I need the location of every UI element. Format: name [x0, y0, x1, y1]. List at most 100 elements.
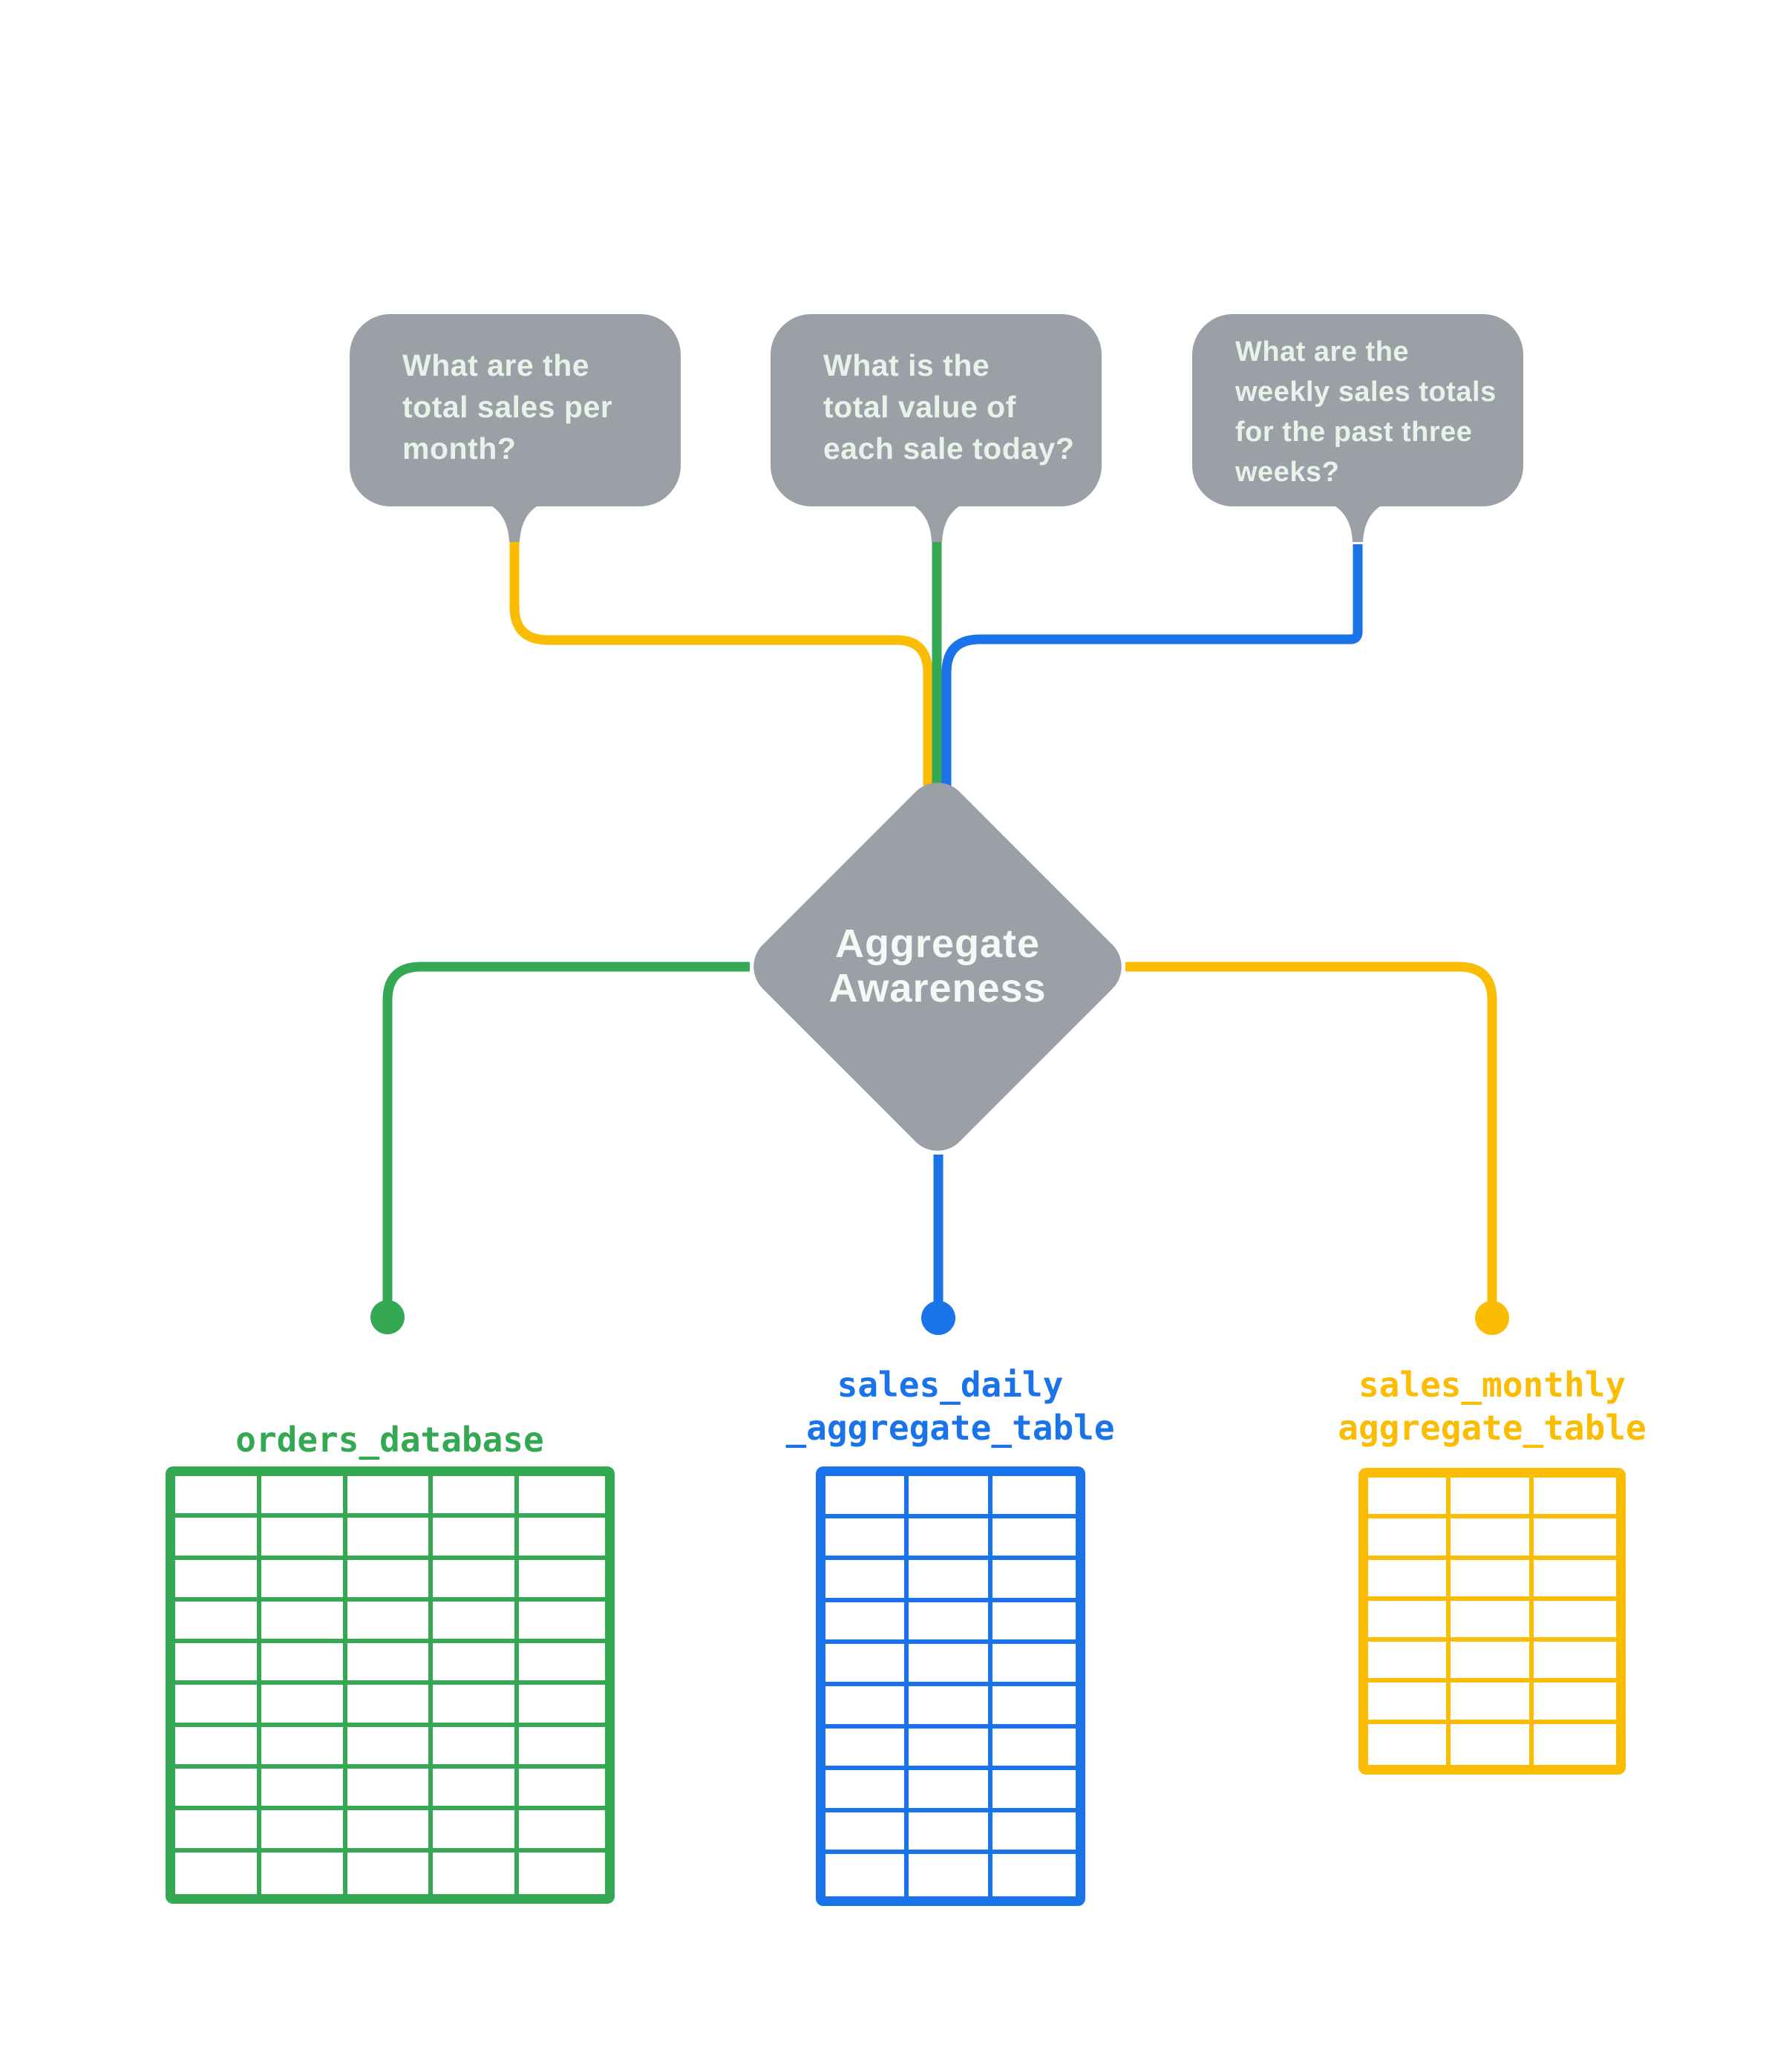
- table-cell: [347, 1685, 434, 1727]
- table-cell: [1451, 1723, 1534, 1765]
- table-cell: [433, 1685, 520, 1727]
- table-cell: [261, 1476, 347, 1518]
- diamond-label: Aggregate Awareness: [828, 921, 1047, 1011]
- table-cell: [992, 1686, 1076, 1729]
- table-grid-sales-daily: [816, 1466, 1085, 1906]
- table-cell: [825, 1812, 909, 1855]
- table-cell: [261, 1685, 347, 1727]
- table-cell: [1451, 1642, 1534, 1683]
- table-cell: [261, 1643, 347, 1685]
- table-cell: [1533, 1682, 1616, 1724]
- bubble-tail-1: [483, 502, 546, 542]
- table-cell: [909, 1644, 993, 1686]
- table-cell: [909, 1728, 993, 1771]
- table-cell: [1533, 1601, 1616, 1642]
- table-cell: [825, 1518, 909, 1561]
- bubble-text-daily: What is the total value of each sale tod…: [823, 348, 1075, 466]
- table-cell: [347, 1726, 434, 1769]
- table-cell: [1534, 1724, 1616, 1765]
- diamond-shape: [753, 783, 1122, 1151]
- table-cell: [825, 1560, 909, 1602]
- endpoint-dot-blue: [921, 1301, 955, 1335]
- table-cell: [347, 1810, 434, 1853]
- table-cell: [1368, 1518, 1451, 1560]
- connector-green-bottom: [382, 962, 750, 1303]
- table-cell: [1368, 1682, 1451, 1724]
- table-cell: [909, 1560, 993, 1602]
- table-label-orders-database: orders_database: [235, 1420, 544, 1460]
- table-cell: [992, 1812, 1076, 1855]
- table-cell: [433, 1476, 520, 1518]
- table-label-sales-daily: sales_daily _aggregate_table: [785, 1365, 1115, 1448]
- table-cell: [825, 1685, 909, 1729]
- table-cell: [261, 1810, 347, 1853]
- bubble-tail-3: [1327, 502, 1389, 542]
- speech-bubble-daily: What is the total value of each sale tod…: [771, 314, 1102, 506]
- table-cell: [1368, 1723, 1451, 1765]
- table-cell: [519, 1810, 605, 1853]
- table-cell: [825, 1770, 909, 1812]
- table-cell: [992, 1560, 1076, 1602]
- table-cell: [347, 1476, 434, 1518]
- table-cell: [261, 1726, 347, 1769]
- table-cell: [519, 1727, 605, 1769]
- table-cell: [175, 1810, 261, 1853]
- table-cell: [175, 1476, 261, 1518]
- table-cell: [347, 1559, 434, 1602]
- table-cell: [175, 1559, 261, 1602]
- connector-blue-top: [941, 544, 1363, 794]
- table-cell: [1451, 1478, 1534, 1519]
- table-cell: [909, 1602, 993, 1645]
- table-cell: [519, 1518, 605, 1560]
- table-cell: [261, 1852, 347, 1894]
- table-cell: [347, 1769, 434, 1811]
- table-cell: [909, 1518, 993, 1561]
- table-cell: [1533, 1518, 1616, 1560]
- table-cell: [1533, 1560, 1616, 1601]
- table-cell: [261, 1769, 347, 1811]
- table-cell: [825, 1644, 909, 1686]
- table-cell: [1533, 1478, 1616, 1519]
- table-cell: [433, 1559, 520, 1602]
- table-cell: [347, 1518, 434, 1560]
- table-cell: [519, 1769, 605, 1811]
- table-cell: [1533, 1642, 1616, 1683]
- table-cell: [519, 1643, 605, 1685]
- bubble-text-weekly: What are the weekly sales totals for the…: [1235, 336, 1497, 488]
- table-cell: [1368, 1478, 1451, 1519]
- table-cell: [519, 1602, 605, 1644]
- table-cell: [1451, 1600, 1534, 1642]
- table-cell: [909, 1770, 993, 1812]
- table-cell: [909, 1854, 993, 1896]
- table-label-sales-monthly: sales_monthly aggregate_table: [1338, 1365, 1647, 1448]
- table-cell: [175, 1518, 261, 1560]
- table-grid-orders-database: [166, 1466, 615, 1904]
- table-cell: [347, 1852, 434, 1894]
- endpoint-dot-green: [370, 1300, 405, 1334]
- table-cell: [433, 1601, 520, 1644]
- table-cell: [175, 1726, 261, 1769]
- table-cell: [433, 1852, 520, 1894]
- table-cell: [433, 1810, 520, 1853]
- table-cell: [175, 1643, 261, 1685]
- table-cell: [825, 1476, 909, 1518]
- table-cell: [347, 1643, 434, 1685]
- bubble-text-monthly: What are the total sales per month?: [402, 348, 613, 466]
- table-cell: [261, 1559, 347, 1602]
- speech-bubble-monthly: What are the total sales per month?: [350, 314, 681, 506]
- bubble-tail-2: [906, 502, 968, 542]
- table-cell: [992, 1476, 1076, 1518]
- table-grid-sales-monthly: [1358, 1468, 1626, 1775]
- endpoint-dot-yellow: [1475, 1301, 1509, 1335]
- table-cell: [519, 1560, 605, 1602]
- table-cell: [519, 1853, 605, 1894]
- table-cell: [433, 1769, 520, 1811]
- table-cell: [261, 1518, 347, 1560]
- table-cell: [909, 1476, 993, 1518]
- table-cell: [433, 1726, 520, 1769]
- table-cell: [261, 1601, 347, 1644]
- table-cell: [175, 1852, 261, 1894]
- table-cell: [825, 1602, 909, 1645]
